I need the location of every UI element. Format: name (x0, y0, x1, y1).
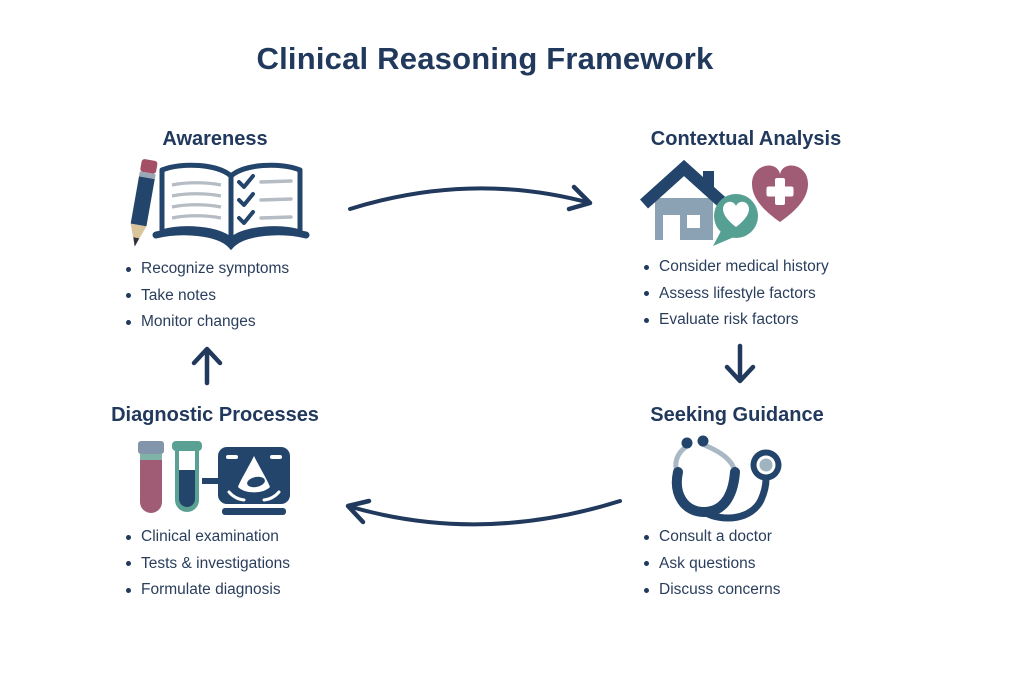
home-care-hearts-icon (640, 159, 808, 246)
list-item: Tests & investigations (126, 551, 290, 578)
awareness-list: Recognize symptoms Take notes Monitor ch… (126, 256, 289, 336)
contextual-analysis-list: Consider medical history Assess lifestyl… (644, 254, 829, 334)
list-item: Evaluate risk factors (644, 307, 829, 334)
arrow-diagnostic-to-awareness-icon (191, 346, 223, 386)
list-item: Discuss concerns (644, 577, 780, 604)
list-item: Consider medical history (644, 254, 829, 281)
arrow-contextual-to-guidance-icon (724, 343, 756, 384)
list-item: Recognize symptoms (126, 256, 289, 283)
arrow-awareness-to-contextual-icon (348, 184, 593, 212)
notebook-pencil-icon (130, 159, 310, 251)
test-tubes-ultrasound-icon (138, 441, 290, 515)
stethoscope-icon (671, 435, 782, 522)
awareness-heading: Awareness (162, 128, 268, 150)
list-item: Clinical examination (126, 524, 290, 551)
page-title: Clinical Reasoning Framework (256, 41, 714, 76)
list-item: Ask questions (644, 551, 780, 578)
list-item: Consult a doctor (644, 524, 780, 551)
contextual-analysis-heading: Contextual Analysis (650, 128, 842, 150)
arrow-guidance-to-diagnostic-icon (345, 498, 622, 527)
list-item: Monitor changes (126, 309, 289, 336)
diagnostic-processes-heading: Diagnostic Processes (111, 404, 319, 426)
list-item: Take notes (126, 283, 289, 310)
seeking-guidance-list: Consult a doctor Ask questions Discuss c… (644, 524, 780, 604)
diagnostic-processes-list: Clinical examination Tests & investigati… (126, 524, 290, 604)
list-item: Formulate diagnosis (126, 577, 290, 604)
seeking-guidance-heading: Seeking Guidance (650, 404, 824, 426)
list-item: Assess lifestyle factors (644, 281, 829, 308)
